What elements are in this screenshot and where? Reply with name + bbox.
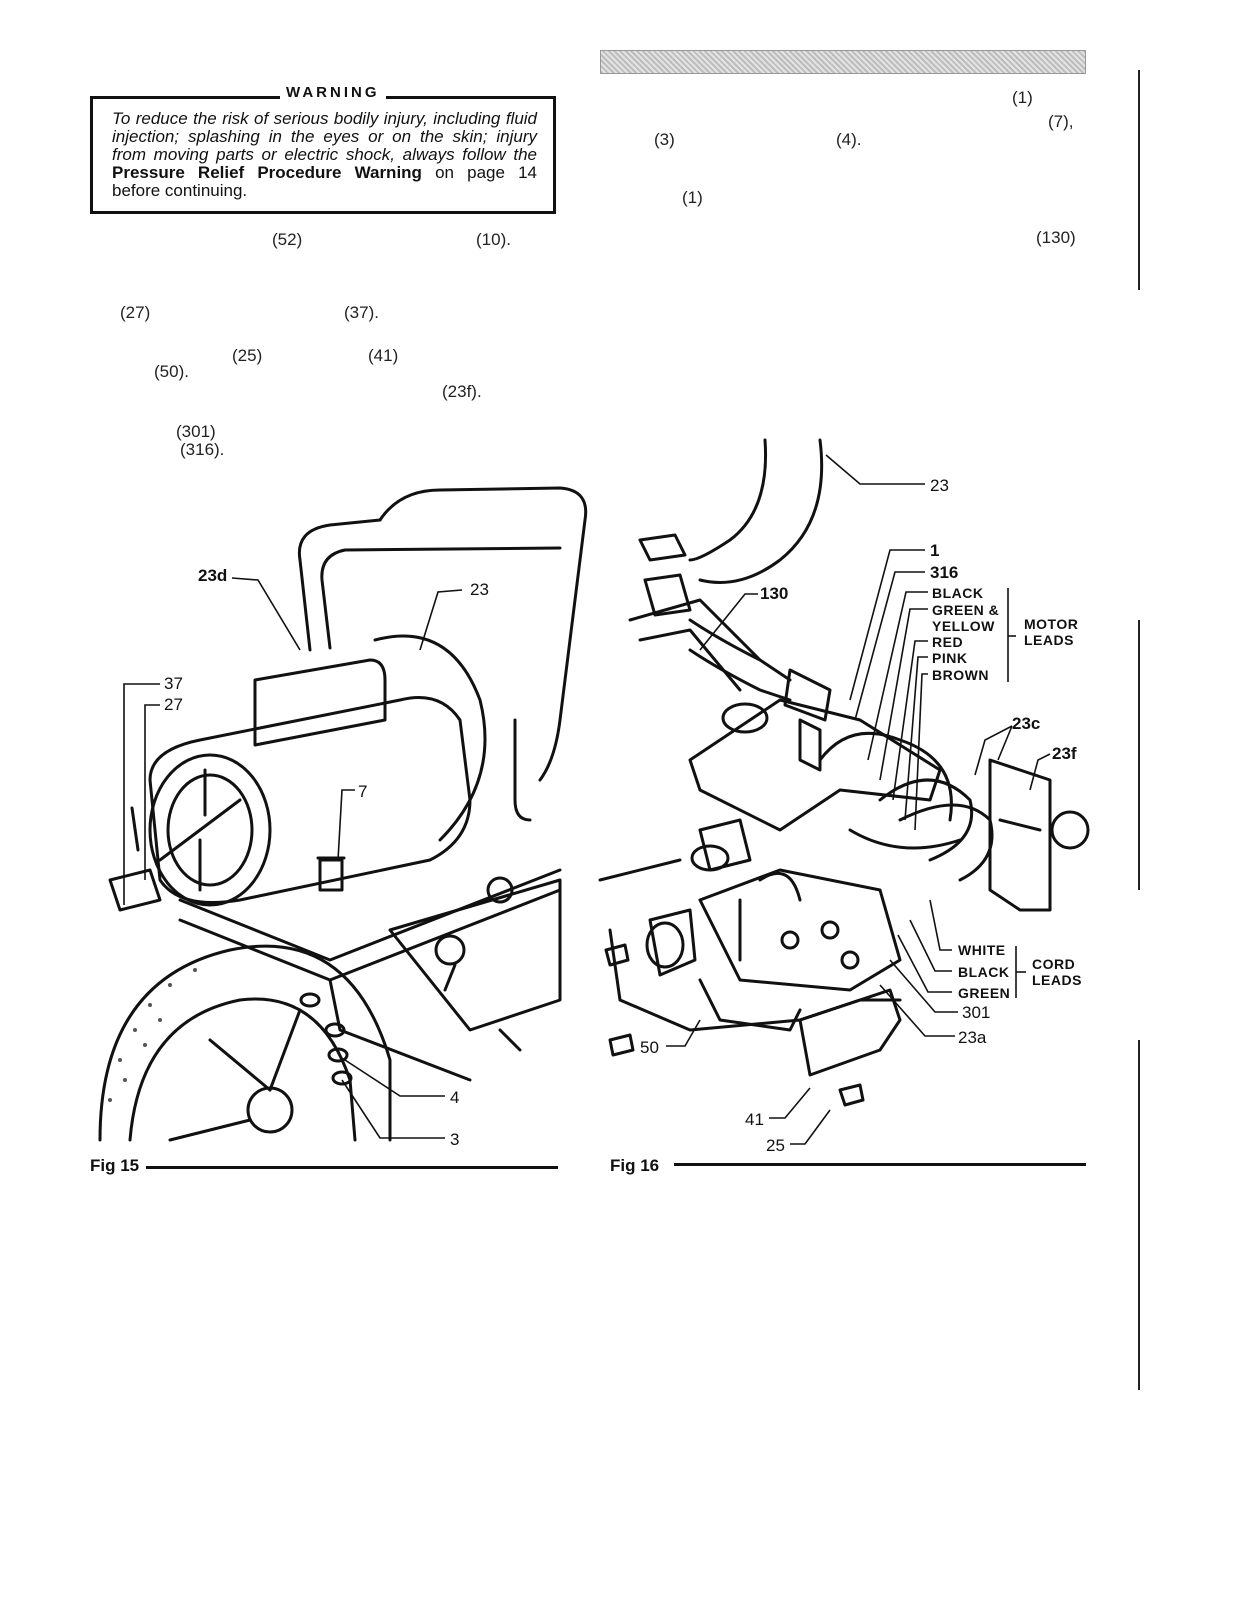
fig16-label-130: 130	[760, 584, 789, 603]
fig15-label-27: 27	[164, 695, 183, 714]
ref-50: (50).	[154, 362, 189, 381]
fig16-label-23c: 23c	[1012, 714, 1041, 733]
fig16-label-23: 23	[930, 476, 949, 495]
ref-27: (27)	[120, 303, 151, 322]
fig15-label-7: 7	[358, 782, 368, 801]
fig16-label-1: 1	[930, 541, 940, 560]
ref-1-top: (1)	[1012, 88, 1033, 107]
fig15-label-37: 37	[164, 674, 183, 693]
motor-leads-group-label-2: LEADS	[1024, 632, 1074, 648]
ref-3: (3)	[654, 130, 675, 149]
margin-rule-mid	[1138, 620, 1140, 890]
ref-301: (301)	[176, 422, 216, 441]
ref-316: (316).	[180, 440, 225, 459]
warning-text-bold: Pressure Relief Procedure Warning	[112, 163, 422, 182]
motor-leads-group-label-1: MOTOR	[1024, 616, 1079, 632]
fig15-label-23d: 23d	[198, 566, 228, 585]
motor-lead-pink: PINK	[932, 650, 968, 666]
motor-lead-red: RED	[932, 634, 964, 650]
fig16-label-41: 41	[745, 1110, 764, 1129]
fig16-caption: Fig 16	[610, 1156, 660, 1175]
fig15-caption-rule	[146, 1166, 558, 1169]
fig15-label-4: 4	[450, 1088, 460, 1107]
cord-lead-green: GREEN	[958, 985, 1011, 1001]
ref-1-mid: (1)	[682, 188, 703, 207]
fig15-label-23: 23	[470, 580, 489, 599]
warning-text-intro: To reduce the risk of serious bodily inj…	[112, 109, 537, 164]
ref-4: (4).	[836, 130, 862, 149]
fig16-label-316: 316	[930, 563, 959, 582]
warning-text-end: on page 14 before continuing.	[112, 163, 537, 200]
ref-7: (7),	[1048, 112, 1074, 131]
motor-lead-brown: BROWN	[932, 667, 989, 683]
ref-52: (52)	[272, 230, 303, 249]
motor-lead-green-and: GREEN &	[932, 602, 1000, 618]
fig15-label-3: 3	[450, 1130, 460, 1149]
cord-lead-white: WHITE	[958, 942, 1006, 958]
fig16-label-301: 301	[962, 1003, 991, 1022]
cord-leads-group-label-1: CORD	[1032, 956, 1076, 972]
fig16-label-23a: 23a	[958, 1028, 987, 1047]
fig16-label-23f: 23f	[1052, 744, 1077, 763]
ref-23f: (23f).	[442, 382, 482, 401]
section-header-bar	[600, 50, 1086, 74]
fig16-label-25: 25	[766, 1136, 785, 1155]
margin-rule-bottom	[1138, 1040, 1140, 1390]
fig16-caption-rule	[674, 1163, 1086, 1166]
ref-10: (10).	[476, 230, 511, 249]
fig16-label-50: 50	[640, 1038, 659, 1057]
motor-lead-yellow: YELLOW	[932, 618, 995, 634]
ref-25: (25)	[232, 346, 263, 365]
ref-130: (130)	[1036, 228, 1076, 247]
margin-rule-top	[1138, 70, 1140, 290]
ref-41: (41)	[368, 346, 399, 365]
warning-title: WARNING	[280, 84, 386, 101]
fig15-caption: Fig 15	[90, 1156, 140, 1175]
warning-text: To reduce the risk of serious bodily inj…	[112, 110, 537, 200]
ref-37: (37).	[344, 303, 379, 322]
cord-lead-black: BLACK	[958, 964, 1010, 980]
cord-leads-group-label-2: LEADS	[1032, 972, 1082, 988]
motor-lead-black: BLACK	[932, 585, 984, 601]
